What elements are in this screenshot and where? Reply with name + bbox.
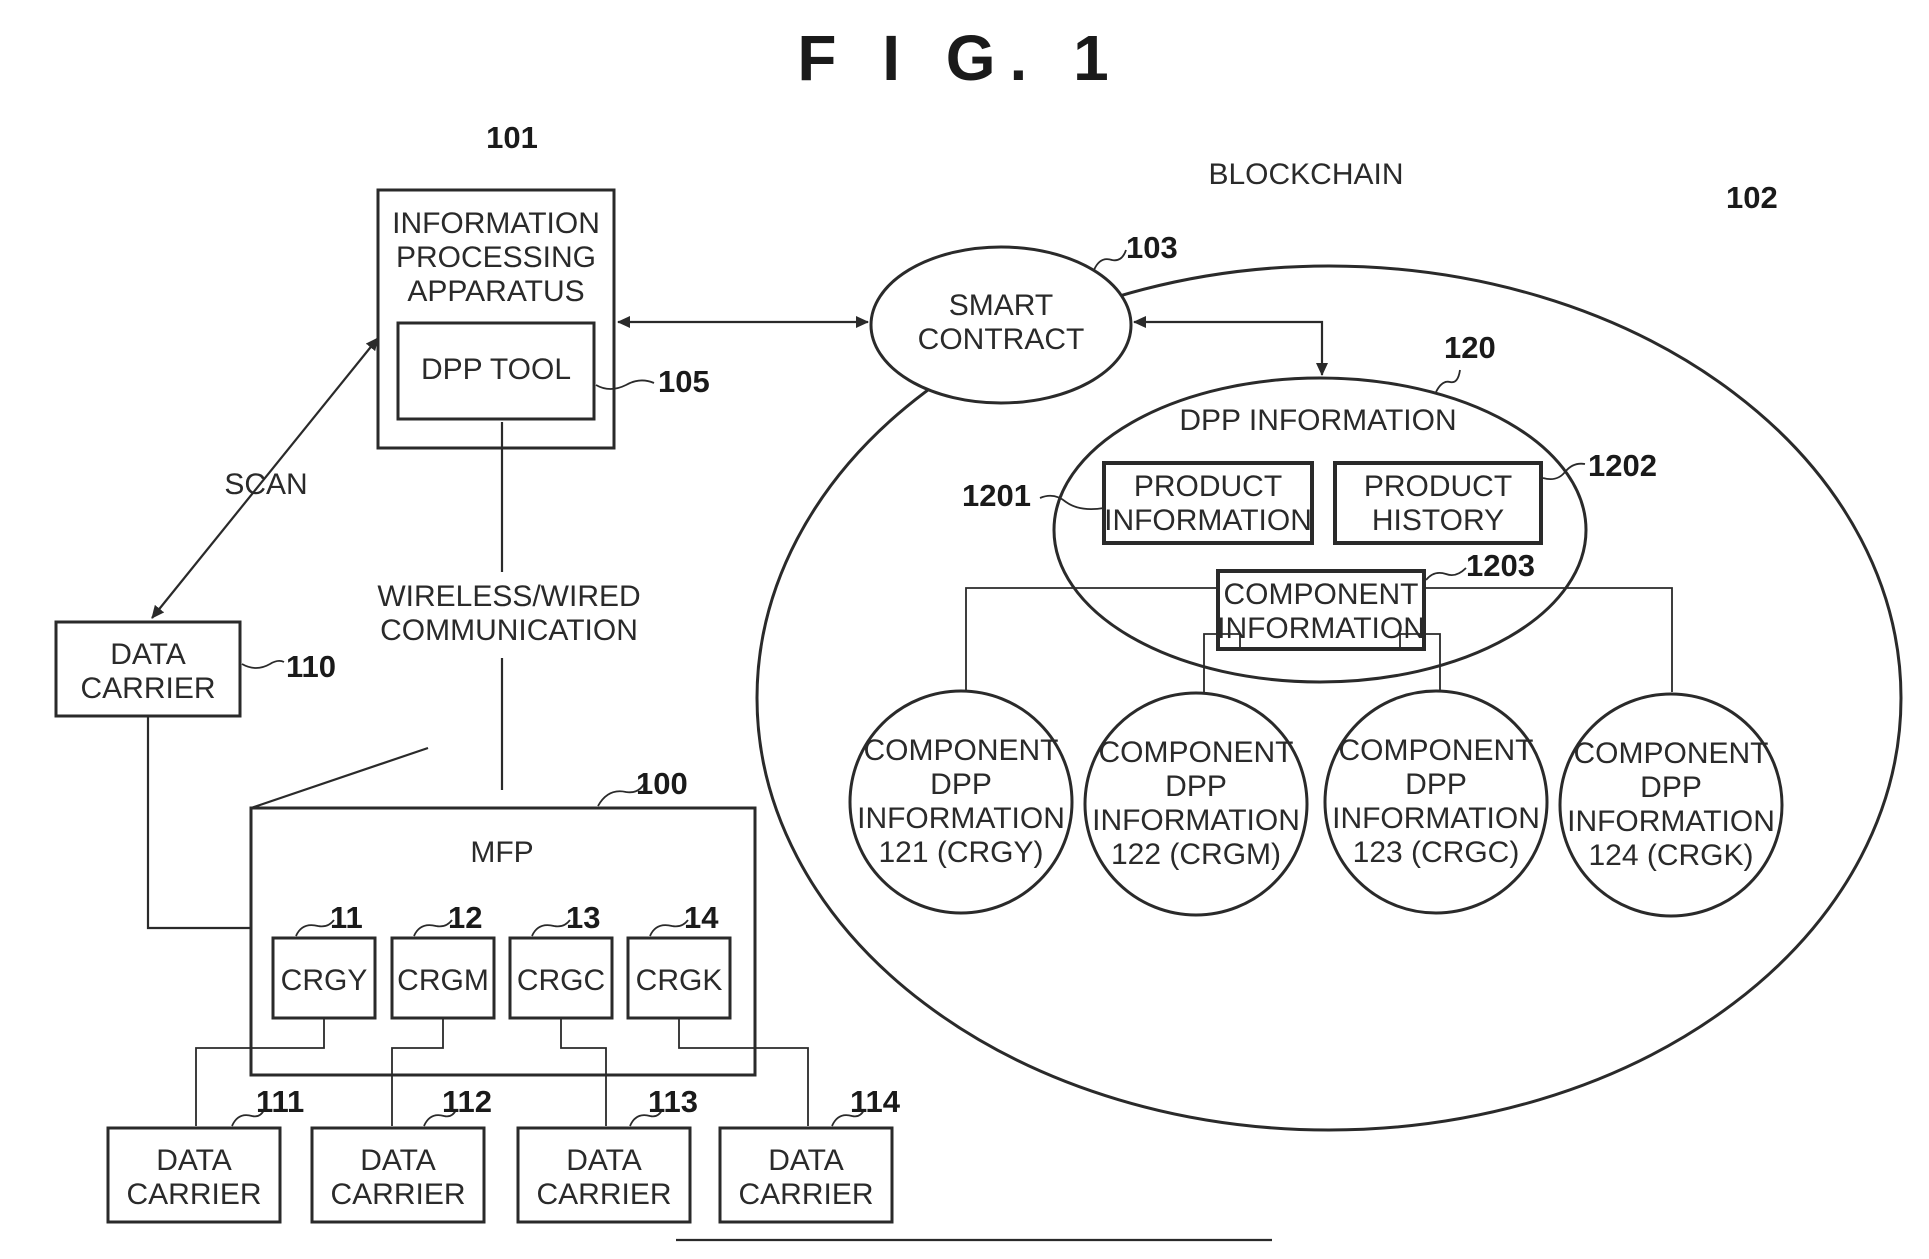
- ref-1201: 1201: [962, 478, 1031, 513]
- ref-13: 13: [566, 900, 600, 935]
- component-dpp-122-line-4: 122 (CRGM): [1111, 838, 1281, 871]
- component-dpp-124-line-1: COMPONENT: [1574, 737, 1769, 770]
- component-dpp-123-line-1: COMPONENT: [1339, 734, 1534, 767]
- component-dpp-121: COMPONENT DPP INFORMATION 121 (CRGY): [850, 691, 1072, 913]
- component-dpp-121-line-4: 121 (CRGY): [878, 836, 1043, 869]
- data-carrier-112-line-1: DATA: [360, 1144, 436, 1177]
- component-dpp-122-line-3: INFORMATION: [1092, 804, 1300, 837]
- ref-105: 105: [658, 364, 710, 399]
- ref-11: 11: [330, 900, 363, 935]
- ref-100: 100: [636, 766, 688, 801]
- cartridge-crgm: CRGM: [392, 938, 494, 1018]
- component-information-line-1: COMPONENT: [1224, 578, 1419, 611]
- data-carrier-110-line-2: CARRIER: [80, 672, 215, 705]
- data-carrier-110-line-1: DATA: [110, 638, 186, 671]
- cartridge-crgy: CRGY: [273, 938, 375, 1018]
- component-dpp-121-line-1: COMPONENT: [864, 734, 1059, 767]
- comm-label-line-2: COMMUNICATION: [380, 614, 638, 647]
- product-information-line-1: PRODUCT: [1134, 470, 1282, 503]
- data-carrier-112: DATA CARRIER: [312, 1128, 484, 1222]
- data-carrier-110: DATA CARRIER: [56, 622, 240, 716]
- data-carrier-113: DATA CARRIER: [518, 1128, 690, 1222]
- ref-112: 112: [442, 1084, 492, 1119]
- carrier110-mfp-link: [148, 716, 251, 928]
- component-dpp-124-line-3: INFORMATION: [1567, 805, 1775, 838]
- product-history-line-1: PRODUCT: [1364, 470, 1512, 503]
- leader-103: [1094, 250, 1126, 270]
- cartridge-crgc: CRGC: [510, 938, 612, 1018]
- data-carrier-114-line-2: CARRIER: [738, 1178, 873, 1211]
- dpp-tool-label: DPP TOOL: [421, 353, 571, 386]
- cartridge-crgk: CRGK: [628, 938, 730, 1018]
- component-dpp-122-line-1: COMPONENT: [1099, 736, 1294, 769]
- info-processing-apparatus: INFORMATION PROCESSING APPARATUS DPP TOO…: [378, 190, 614, 448]
- ref-1202: 1202: [1588, 448, 1657, 483]
- component-dpp-124-line-2: DPP: [1640, 771, 1702, 804]
- cartridge-crgy-label: CRGY: [281, 964, 368, 997]
- ref-12: 12: [448, 900, 482, 935]
- apparatus-line-3: APPARATUS: [407, 275, 584, 308]
- data-carrier-111-line-1: DATA: [156, 1144, 232, 1177]
- mfp-label: MFP: [470, 836, 533, 869]
- data-carrier-113-line-1: DATA: [566, 1144, 642, 1177]
- component-information-line-2: INFORMATION: [1217, 612, 1425, 645]
- figure-title: F I G. 1: [797, 22, 1122, 94]
- cartridge-crgk-label: CRGK: [636, 964, 723, 997]
- apparatus-line-2: PROCESSING: [396, 241, 596, 274]
- data-carrier-113-line-2: CARRIER: [536, 1178, 671, 1211]
- component-dpp-124: COMPONENT DPP INFORMATION 124 (CRGK): [1560, 694, 1782, 916]
- ref-14: 14: [684, 900, 719, 935]
- component-dpp-123-line-4: 123 (CRGC): [1353, 836, 1520, 869]
- scan-label: SCAN: [224, 468, 307, 501]
- leader-110: [242, 661, 284, 668]
- component-dpp-121-line-2: DPP: [930, 768, 992, 801]
- ref-111: 111: [256, 1084, 304, 1119]
- data-carrier-114: DATA CARRIER: [720, 1128, 892, 1222]
- component-dpp-122: COMPONENT DPP INFORMATION 122 (CRGM): [1085, 693, 1307, 915]
- comm-label-line-1: WIRELESS/WIRED: [377, 580, 640, 613]
- data-carrier-111-line-2: CARRIER: [126, 1178, 261, 1211]
- component-dpp-123-line-2: DPP: [1405, 768, 1467, 801]
- data-carrier-112-line-2: CARRIER: [330, 1178, 465, 1211]
- component-dpp-121-line-3: INFORMATION: [857, 802, 1065, 835]
- ref-1203: 1203: [1466, 548, 1535, 583]
- component-dpp-123: COMPONENT DPP INFORMATION 123 (CRGC): [1325, 691, 1547, 913]
- smart-contract-line-2: CONTRACT: [918, 323, 1085, 356]
- component-dpp-123-line-3: INFORMATION: [1332, 802, 1540, 835]
- ref-113: 113: [648, 1084, 698, 1119]
- ref-114: 114: [850, 1084, 901, 1119]
- data-carrier-111: DATA CARRIER: [108, 1128, 280, 1222]
- product-history-line-2: HISTORY: [1372, 504, 1504, 537]
- ref-120: 120: [1444, 330, 1496, 365]
- product-information-line-2: INFORMATION: [1104, 504, 1312, 537]
- blockchain-label: BLOCKCHAIN: [1208, 158, 1403, 191]
- ref-101: 101: [486, 120, 538, 155]
- dpp-information-label: DPP INFORMATION: [1179, 404, 1456, 437]
- component-dpp-124-line-4: 124 (CRGK): [1588, 839, 1753, 872]
- ref-103: 103: [1126, 230, 1178, 265]
- ref-102: 102: [1726, 180, 1778, 215]
- component-dpp-122-line-2: DPP: [1165, 770, 1227, 803]
- apparatus-line-1: INFORMATION: [392, 207, 600, 240]
- smart-contract-line-1: SMART: [949, 289, 1053, 322]
- ref-110: 110: [286, 649, 336, 684]
- cartridge-crgc-label: CRGC: [517, 964, 605, 997]
- cartridge-crgm-label: CRGM: [397, 964, 489, 997]
- data-carrier-114-line-1: DATA: [768, 1144, 844, 1177]
